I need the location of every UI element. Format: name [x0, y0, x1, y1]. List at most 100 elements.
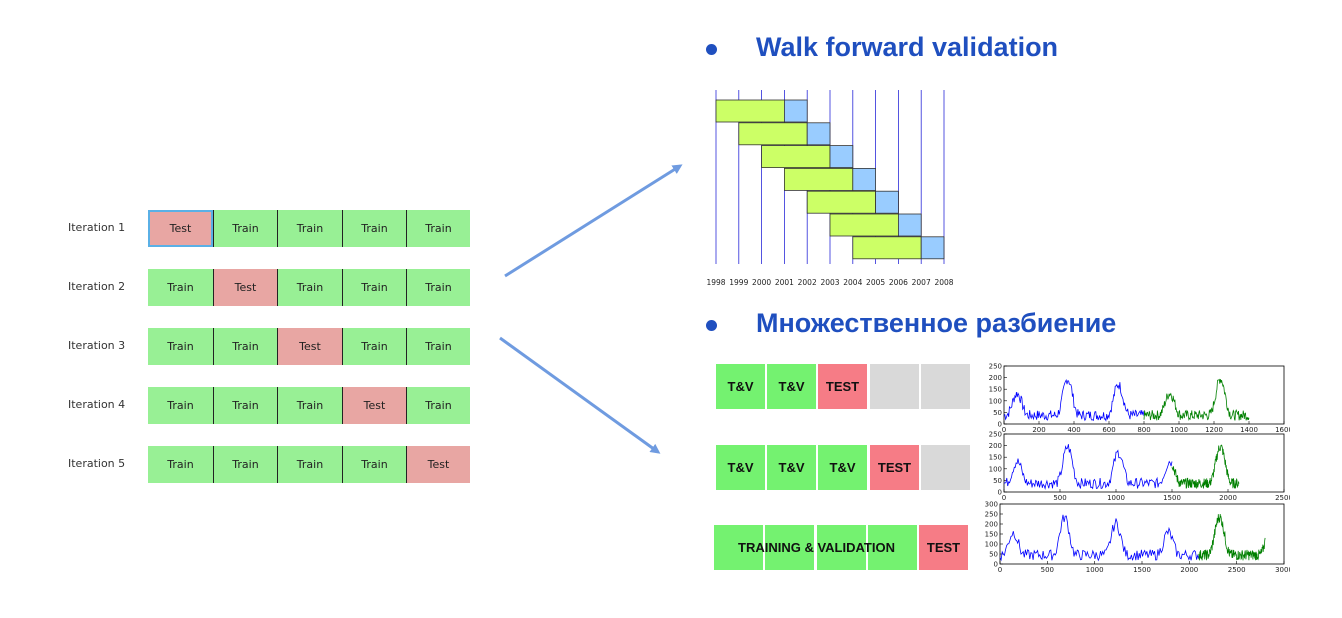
fold-test: Test [342, 387, 406, 424]
tv-box: T&V [818, 445, 867, 490]
empty-box [921, 364, 970, 409]
year-tick-label: 2006 [889, 278, 908, 287]
fold-test: Test [213, 269, 277, 306]
fold-train: Train [277, 210, 342, 247]
year-tick-label: 2001 [775, 278, 794, 287]
x-tick-label: 2000 [1219, 494, 1237, 502]
fold-train: Train [406, 269, 470, 306]
year-tick-label: 2007 [912, 278, 931, 287]
fold-train: Train [277, 269, 342, 306]
tv-box: T&V [767, 445, 816, 490]
y-tick-label: 50 [993, 409, 1002, 417]
tv-box: T&V [767, 364, 816, 409]
y-tick-label: 200 [989, 442, 1002, 450]
x-tick-label: 400 [1067, 426, 1080, 434]
y-tick-label: 200 [989, 374, 1002, 382]
x-tick-label: 600 [1102, 426, 1115, 434]
test-series-line [1143, 378, 1250, 421]
fold-train: Train [213, 446, 277, 483]
fold-train: Train [406, 210, 470, 247]
y-tick-label: 100 [989, 465, 1002, 473]
fold-train: Train [148, 446, 213, 483]
x-tick-label: 500 [1053, 494, 1066, 502]
test-window [852, 168, 877, 191]
y-tick-label: 250 [989, 363, 1002, 371]
test-window [829, 145, 854, 168]
tv-box [817, 525, 866, 570]
arrow-to-multiple-split [499, 336, 661, 454]
year-tick-label: 2005 [866, 278, 885, 287]
tv-box [765, 525, 814, 570]
test-series-line [1198, 513, 1266, 561]
fold-train: Train [213, 387, 277, 424]
fold-train: Train [342, 210, 406, 247]
x-tick-label: 1200 [1205, 426, 1223, 434]
heading-multiple-split: Множественное разбиение [756, 308, 1117, 338]
x-tick-label: 2500 [1275, 494, 1290, 502]
test-window [784, 99, 808, 123]
iteration-label: Iteration 3 [68, 339, 126, 352]
x-tick-label: 1000 [1170, 426, 1188, 434]
test-window [920, 236, 945, 260]
y-tick-label: 250 [985, 511, 998, 519]
test-window [806, 122, 831, 146]
iteration-label: Iteration 5 [68, 457, 126, 470]
bullet-walk-forward [706, 44, 717, 55]
train-window [806, 190, 876, 214]
year-tick-label: 1998 [706, 278, 725, 287]
x-tick-label: 1500 [1133, 566, 1151, 574]
y-tick-label: 100 [989, 397, 1002, 405]
empty-box [921, 445, 970, 490]
series-plots: 0200400600800100012001400160005010015020… [985, 363, 1290, 575]
arrow-to-walk-forward [504, 164, 683, 278]
y-tick-label: 150 [985, 531, 998, 539]
train-window [761, 145, 831, 168]
series-plot: 0200400600800100012001400160005010015020… [989, 363, 1290, 435]
fold-train: Train [213, 328, 277, 365]
y-tick-label: 50 [993, 477, 1002, 485]
train-series-line [999, 514, 1200, 562]
x-tick-label: 1400 [1240, 426, 1258, 434]
y-tick-label: 250 [989, 431, 1002, 439]
tv-box: T&V [716, 364, 765, 409]
x-tick-label: 1000 [1086, 566, 1104, 574]
train-window [829, 213, 899, 237]
bullet-multiple-split [706, 320, 717, 331]
year-tick-label: 1999 [729, 278, 748, 287]
fold-train: Train [342, 328, 406, 365]
year-tick-label: 2004 [843, 278, 862, 287]
fold-train: Train [277, 387, 342, 424]
fold-train: Train [213, 210, 277, 247]
y-tick-label: 150 [989, 386, 1002, 394]
y-tick-label: 150 [989, 454, 1002, 462]
heading-walk-forward: Walk forward validation [756, 32, 1059, 62]
fold-train: Train [342, 446, 406, 483]
x-tick-label: 200 [1032, 426, 1045, 434]
series-plot: 05001000150020002500050100150200250 [989, 431, 1290, 503]
empty-box [870, 364, 919, 409]
x-tick-label: 0 [1002, 426, 1006, 434]
x-tick-label: 1500 [1163, 494, 1181, 502]
x-tick-label: 0 [998, 566, 1002, 574]
test-box: TEST [818, 364, 867, 409]
fold-train: Train [148, 387, 213, 424]
fold-test: Test [277, 328, 342, 365]
train-window [852, 236, 922, 260]
x-tick-label: 2500 [1228, 566, 1246, 574]
y-tick-label: 50 [989, 551, 998, 559]
fold-train: Train [342, 269, 406, 306]
fold-test: Test [148, 210, 213, 247]
fold-test: Test [406, 446, 470, 483]
series-plot: 0500100015002000250030000501001502002503… [985, 501, 1290, 575]
tv-box [868, 525, 917, 570]
iteration-label: Iteration 1 [68, 221, 126, 234]
x-tick-label: 500 [1041, 566, 1054, 574]
